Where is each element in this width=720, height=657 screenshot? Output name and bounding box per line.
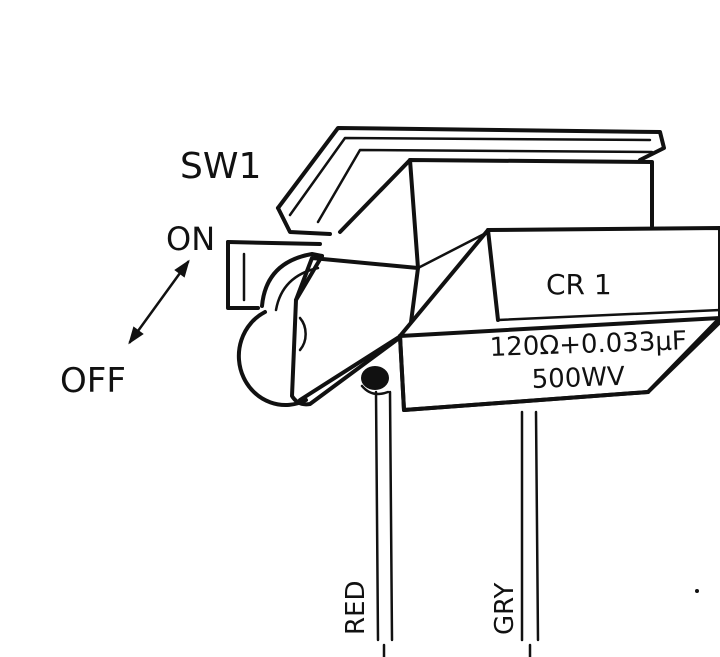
cr1-block bbox=[398, 226, 720, 412]
label-off: OFF bbox=[60, 361, 126, 401]
stray-mark bbox=[695, 589, 699, 593]
lead-wires bbox=[374, 390, 540, 657]
solder-joint bbox=[361, 366, 389, 390]
label-cr1-voltage: 500WV bbox=[531, 362, 625, 395]
label-cr1-value: 120Ω+0.033µF bbox=[489, 326, 687, 363]
label-wire-red: RED bbox=[341, 580, 371, 635]
label-cr1: CR 1 bbox=[546, 268, 612, 301]
label-on: ON bbox=[166, 220, 215, 258]
switch-body bbox=[226, 126, 666, 407]
label-sw1: SW1 bbox=[180, 146, 261, 187]
on-off-arrow bbox=[128, 259, 190, 345]
label-wire-gry: GRY bbox=[490, 582, 520, 635]
